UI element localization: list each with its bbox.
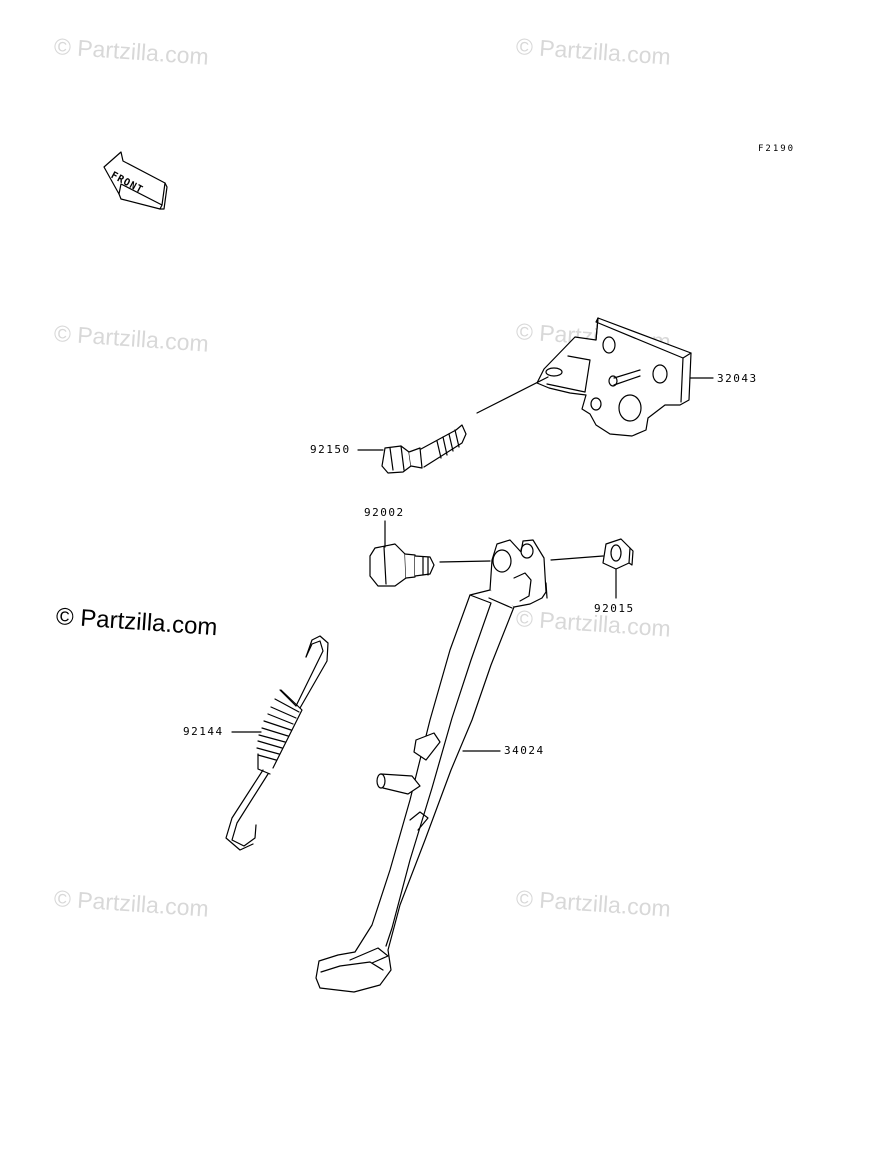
part-label-92144[interactable]: 92144: [183, 725, 224, 738]
part-label-92002[interactable]: 92002: [364, 506, 405, 519]
side-stand-drawing: [315, 539, 548, 993]
front-arrow-icon: [103, 151, 168, 210]
spring-drawing: [225, 635, 329, 851]
part-label-92150[interactable]: 92150: [310, 443, 351, 456]
nut-drawing: [602, 538, 634, 570]
leader-lines: [231, 376, 714, 752]
pivot-bolt-drawing: [369, 543, 435, 587]
part-label-32043[interactable]: 32043: [717, 372, 758, 385]
bracket-bolt-drawing: [381, 424, 467, 474]
part-label-92015[interactable]: 92015: [594, 602, 635, 615]
figure-code: F2190: [758, 144, 796, 154]
part-label-34024[interactable]: 34024: [504, 744, 545, 757]
bracket-drawing: [536, 317, 692, 437]
